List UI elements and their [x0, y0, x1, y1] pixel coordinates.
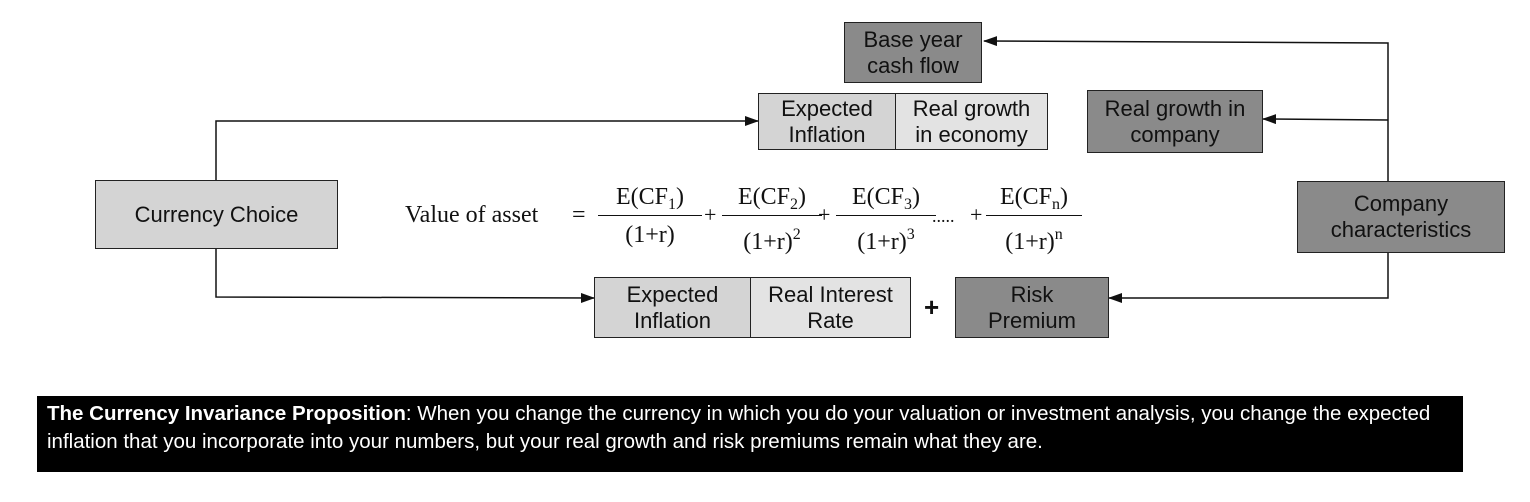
expected-inflation-top-label: Expected Inflation — [781, 95, 873, 147]
company-characteristics-label: Company characteristics — [1330, 191, 1472, 242]
term-1-denominator: (1+r) — [625, 222, 675, 248]
expected-inflation-bottom-box: Expected Inflation — [594, 277, 751, 338]
formula-ellipsis: ..... — [932, 206, 955, 226]
term-n-fraction-bar — [986, 215, 1082, 216]
term-2-numerator: E(CF2) — [737, 184, 806, 213]
real-interest-rate-box: Real Interest Rate — [750, 277, 911, 338]
formula-equals: = — [572, 202, 586, 228]
term-2: E(CF2) (1+r)2 — [722, 180, 822, 255]
value-of-asset-formula: Value of asset = E(CF1) (1+r) + E(CF2) (… — [405, 178, 1105, 270]
expected-inflation-top-box: Expected Inflation — [758, 93, 896, 150]
currency-choice-box: Currency Choice — [95, 180, 338, 249]
term-2-denominator: (1+r)2 — [743, 226, 801, 255]
arrow-company-to-risk-premium — [1108, 253, 1389, 303]
plus-sign: + — [924, 292, 940, 322]
term-3-denominator: (1+r)3 — [857, 226, 915, 255]
proposition-title: The Currency Invariance Proposition — [47, 402, 406, 425]
proposition-text: : When you change the currency in which … — [47, 402, 1431, 453]
risk-premium-box: Risk Premium — [955, 277, 1109, 338]
company-characteristics-box: Company characteristics — [1297, 181, 1505, 253]
formula-plus-3: + — [970, 202, 983, 227]
arrow-company-to-real-growth — [1262, 114, 1389, 125]
term-1: E(CF1) (1+r) — [598, 180, 702, 252]
formula-label: Value of asset — [405, 202, 539, 228]
term-n: E(CFn) (1+r)n — [986, 180, 1082, 255]
arrow-currency-to-inflation-top — [215, 116, 759, 180]
term-2-fraction-bar — [722, 215, 822, 216]
term-1-numerator: E(CF1) — [615, 184, 684, 213]
real-growth-economy-label: Real growth in economy — [912, 95, 1031, 147]
real-growth-company-box: Real growth in company — [1087, 90, 1263, 153]
base-year-cash-flow-box: Base year cash flow — [844, 22, 982, 83]
real-growth-economy-box: Real growth in economy — [895, 93, 1048, 150]
term-1-fraction-bar — [598, 215, 702, 216]
term-3: E(CF3) (1+r)3 — [836, 180, 936, 255]
expected-inflation-bottom-label: Expected Inflation — [626, 281, 719, 333]
arrow-currency-to-inflation-bottom — [215, 249, 595, 303]
risk-premium-label: Risk Premium — [987, 281, 1076, 333]
base-year-label: Base year cash flow — [863, 26, 963, 78]
real-interest-rate-label: Real Interest Rate — [768, 281, 893, 333]
formula-plus-2: + — [818, 202, 831, 227]
term-3-numerator: E(CF3) — [851, 184, 920, 213]
currency-choice-label: Currency Choice — [134, 201, 299, 227]
arrow-company-to-base-year — [983, 36, 1389, 181]
formula-plus-1: + — [704, 202, 717, 227]
real-growth-company-label: Real growth in company — [1104, 95, 1246, 147]
term-n-numerator: E(CFn) — [999, 184, 1068, 213]
term-3-fraction-bar — [836, 215, 936, 216]
term-n-denominator: (1+r)n — [1005, 226, 1063, 255]
currency-invariance-banner: The Currency Invariance Proposition: Whe… — [37, 396, 1463, 472]
